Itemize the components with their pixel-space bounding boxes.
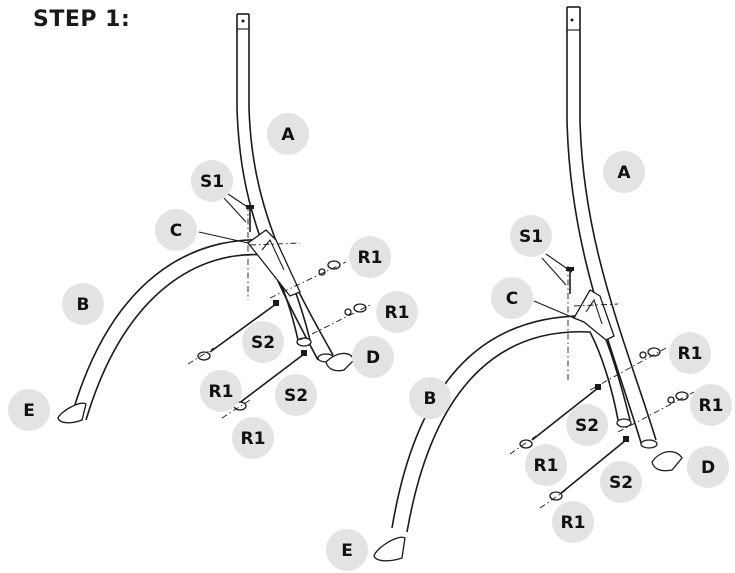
left-label-s1: S1	[200, 172, 224, 192]
left-badge-s2-low: S2	[275, 374, 317, 416]
left-badge-c: C	[155, 209, 197, 251]
right-label-c: C	[506, 289, 518, 309]
right-badge-s2-top: S2	[566, 404, 608, 446]
right-badge-d: D	[687, 446, 729, 488]
right-badge-r1-bottom: R1	[552, 501, 594, 543]
left-bracket-c	[198, 229, 301, 297]
right-badge-s2-low: S2	[600, 461, 642, 503]
left-badge-s1: S1	[191, 160, 233, 202]
left-badge-a: A	[267, 113, 309, 155]
left-badge-r1-top: R1	[349, 236, 391, 278]
right-label-r1-mid: R1	[699, 396, 724, 416]
right-badge-r1-low: R1	[525, 444, 567, 486]
right-screw-s1	[541, 253, 574, 294]
left-label-r1-bottom: R1	[241, 429, 266, 449]
step-title: STEP 1:	[33, 7, 131, 32]
left-bolts-s2	[209, 300, 307, 405]
right-badge-c: C	[491, 277, 533, 319]
left-axis-lines	[187, 205, 371, 419]
left-nuts-r1	[197, 260, 367, 411]
right-pole-a	[566, 6, 658, 449]
right-label-s2-top: S2	[575, 416, 599, 436]
left-badge-d: D	[352, 336, 394, 378]
right-badge-b: B	[409, 377, 451, 419]
left-badge-e: E	[8, 389, 50, 431]
left-label-s2-low: S2	[284, 386, 308, 406]
left-cap-d	[325, 352, 355, 372]
right-label-r1-bottom: R1	[561, 513, 586, 533]
right-label-a: A	[617, 163, 631, 183]
right-badge-r1-mid: R1	[690, 384, 732, 426]
right-label-r1-low: R1	[534, 456, 559, 476]
right-cap-e	[373, 536, 406, 562]
left-cap-e	[57, 402, 87, 424]
right-badge-e: E	[326, 529, 368, 571]
right-nuts-r1	[519, 347, 689, 501]
left-label-c: C	[170, 221, 182, 241]
left-pole-a	[236, 13, 335, 363]
left-badge-s2-top: S2	[242, 321, 284, 363]
left-label-r1-low: R1	[209, 382, 234, 402]
left-badge-r1-low: R1	[200, 370, 242, 412]
left-label-a: A	[281, 125, 295, 145]
left-badge-r1-bottom: R1	[232, 417, 274, 459]
right-label-s2-low: S2	[609, 473, 633, 493]
left-badge-b: B	[62, 283, 104, 325]
left-badge-r1-mid: R1	[376, 291, 418, 333]
right-label-s1: S1	[519, 227, 543, 247]
right-label-e: E	[341, 541, 353, 561]
right-cap-d	[651, 451, 683, 472]
left-view	[57, 13, 371, 424]
right-axis-lines	[509, 266, 695, 509]
right-badge-r1-top: R1	[669, 332, 711, 374]
right-bolts-s2	[531, 384, 629, 495]
right-label-b: B	[424, 389, 437, 409]
right-leg-b	[391, 315, 632, 533]
left-label-r1-mid: R1	[385, 303, 410, 323]
right-badge-a: A	[603, 151, 645, 193]
left-label-e: E	[23, 401, 35, 421]
left-label-d: D	[366, 348, 380, 368]
left-label-b: B	[77, 295, 90, 315]
right-bracket-c	[533, 289, 615, 341]
right-label-r1-top: R1	[678, 344, 703, 364]
left-label-s2-top: S2	[251, 333, 275, 353]
left-label-r1-top: R1	[358, 248, 383, 268]
right-label-d: D	[701, 458, 715, 478]
right-badge-s1: S1	[510, 215, 552, 257]
right-view	[373, 6, 695, 562]
